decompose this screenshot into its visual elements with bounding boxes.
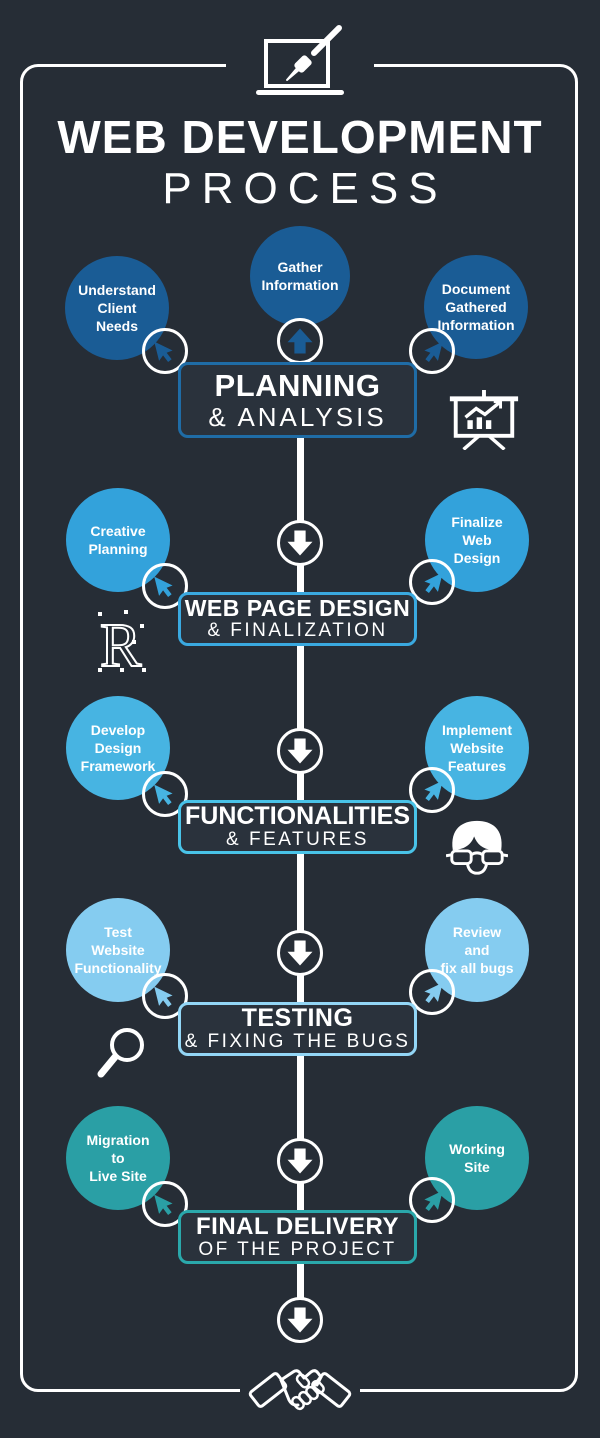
stage-subtitle: & FIXING THE BUGS — [184, 1031, 411, 1053]
cursor-arrow-icon — [409, 969, 455, 1015]
cursor-arrow-icon — [409, 328, 455, 374]
cursor-arrow-icon — [142, 563, 188, 609]
stage-testing: Test Website Functionality Review and fi… — [0, 898, 600, 1106]
stage-circle: Document Gathered Information — [424, 255, 528, 359]
down-arrow-icon — [277, 1138, 323, 1184]
cursor-arrow-icon — [409, 559, 455, 605]
stage-functionalities: Develop Design Framework Implement Websi… — [0, 696, 600, 898]
stage-title: WEB PAGE DESIGN — [184, 595, 411, 622]
page-title: WEB DEVELOPMENT — [57, 111, 543, 163]
stage-title-box: FUNCTIONALITIES & FEATURES — [178, 800, 417, 854]
cursor-arrow-icon — [142, 1181, 188, 1227]
stage-subtitle: & ANALYSIS — [208, 401, 387, 432]
up-arrow-icon — [277, 318, 323, 364]
cursor-arrow-icon — [142, 328, 188, 374]
stage-subtitle: OF THE PROJECT — [198, 1238, 397, 1260]
down-arrow-icon — [277, 728, 323, 774]
stage-planning-analysis: Understand Client Needs Gather Informati… — [0, 226, 600, 526]
stage-web-page-design: Creative Planning Finalize Web Design WE… — [0, 488, 600, 696]
stage-title-box: PLANNING & ANALYSIS — [178, 362, 417, 438]
magnifier-icon — [94, 1026, 148, 1082]
cursor-arrow-icon — [142, 771, 188, 817]
nerd-face-icon — [446, 818, 508, 882]
down-arrow-icon — [277, 1297, 323, 1343]
letter-r-draft-icon: R — [88, 610, 162, 676]
handshake-icon — [248, 1350, 352, 1434]
stage-title: TESTING — [241, 1004, 354, 1033]
cursor-arrow-icon — [409, 1177, 455, 1223]
stage-subtitle: & FINALIZATION — [207, 620, 388, 642]
page-subtitle: PROCESS — [162, 164, 448, 213]
down-arrow-icon — [277, 930, 323, 976]
stage-title-box: TESTING & FIXING THE BUGS — [178, 1002, 417, 1056]
cursor-arrow-icon — [142, 973, 188, 1019]
cursor-arrow-icon — [409, 767, 455, 813]
stage-subtitle: & FEATURES — [226, 829, 369, 851]
down-arrow-icon — [277, 520, 323, 566]
presentation-chart-icon — [445, 390, 523, 451]
flow-line — [296, 437, 304, 1320]
stage-title: FINAL DELIVERY — [195, 1212, 400, 1240]
stage-final-delivery: Migration to Live Site Working Site FINA… — [0, 1106, 600, 1352]
stage-title-box: WEB PAGE DESIGN & FINALIZATION — [178, 592, 417, 646]
stage-title: FUNCTIONALITIES — [185, 802, 410, 831]
stage-title: PLANNING — [214, 368, 381, 404]
laptop-paintbrush-icon — [253, 24, 347, 104]
stage-circle: Gather Information — [250, 226, 350, 326]
stage-title-box: FINAL DELIVERY OF THE PROJECT — [178, 1210, 417, 1264]
